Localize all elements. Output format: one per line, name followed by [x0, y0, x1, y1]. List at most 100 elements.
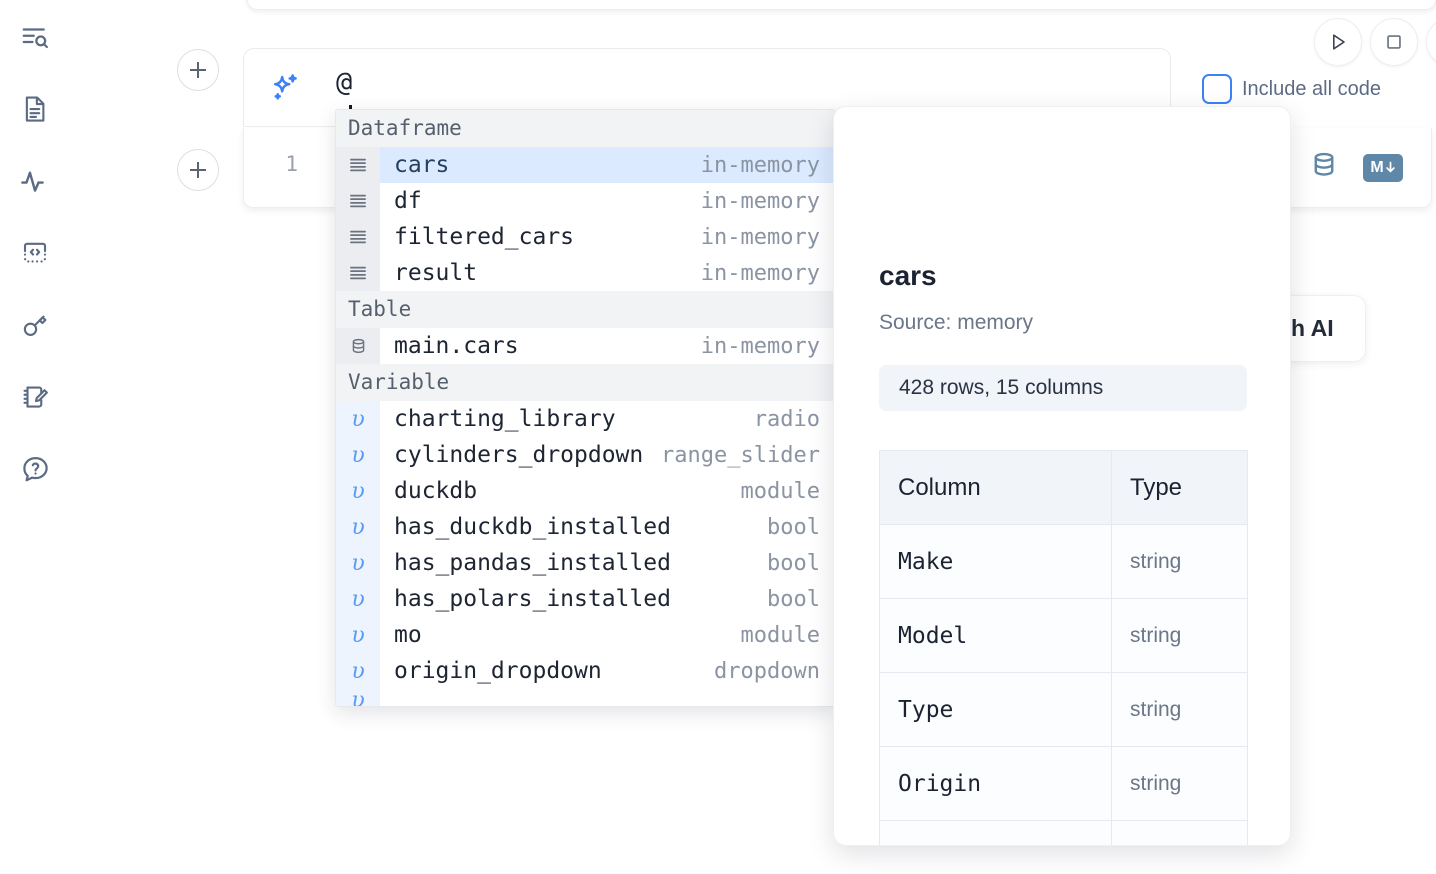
variable-icon: υ: [336, 617, 380, 653]
cell-action-icons: M: [1309, 150, 1403, 185]
autocomplete-item[interactable]: cars in-memory: [336, 147, 834, 183]
autocomplete-item-name: main.cars: [394, 333, 519, 359]
autocomplete-item[interactable]: υ cylinders_dropdown range_slider: [336, 437, 834, 473]
schema-column-type: string: [1111, 524, 1248, 599]
variable-icon: υ: [336, 473, 380, 509]
schema-column-name: Type: [879, 672, 1112, 747]
sidebar-item-document[interactable]: [12, 86, 58, 132]
autocomplete-item-body: cylinders_dropdown range_slider: [380, 437, 834, 473]
table-icon: [336, 328, 380, 364]
sidebar-item-secrets[interactable]: [12, 302, 58, 348]
markdown-icon[interactable]: M: [1363, 153, 1403, 182]
autocomplete-item-name: cars: [394, 152, 450, 178]
cell-above-clipped: [247, 0, 1436, 10]
sidebar-item-snippets[interactable]: [12, 230, 58, 276]
autocomplete-item[interactable]: main.cars in-memory: [336, 328, 834, 364]
autocomplete-item-name: mo: [394, 622, 422, 648]
preview-title: cars: [879, 260, 937, 291]
sidebar-item-scratchpad[interactable]: [12, 374, 58, 420]
dataframe-icon: [336, 219, 380, 255]
sidebar-item-help[interactable]: [12, 446, 58, 492]
scratchpad-icon: [20, 382, 50, 412]
include-all-code-row[interactable]: Include all code: [1202, 74, 1381, 104]
dataframe-icon: [336, 183, 380, 219]
autocomplete-item-name: has_polars_installed: [394, 586, 671, 612]
autocomplete-item-name: origin_dropdown: [394, 658, 602, 684]
autocomplete-item-body: cars in-memory: [380, 147, 834, 183]
key-icon: [20, 310, 50, 340]
schema-column-name: Make: [879, 524, 1112, 599]
generate-with-ai-label: h AI: [1291, 315, 1334, 341]
snippets-icon: [20, 238, 50, 268]
variable-icon: υ: [336, 509, 380, 545]
autocomplete-item-body: main.cars in-memory: [380, 328, 834, 364]
autocomplete-item-meta: range_slider: [661, 442, 820, 468]
run-button[interactable]: [1314, 18, 1362, 66]
variable-icon: υ: [336, 437, 380, 473]
help-icon: [20, 454, 51, 485]
schema-column-name: DriveTrain: [879, 820, 1112, 845]
overflow-button-clipped[interactable]: [1426, 18, 1436, 66]
mention-autocomplete-dropdown[interactable]: Dataframe cars in-memory df in-memory filtere…: [335, 109, 835, 707]
autocomplete-item-name: filtered_cars: [394, 224, 575, 250]
add-cell-above-button[interactable]: [177, 49, 219, 91]
preview-shape-badge: 428 rows, 15 columns: [879, 365, 1247, 411]
autocomplete-item-clipped[interactable]: υ: [336, 689, 834, 706]
autocomplete-item-name: cylinders_dropdown: [394, 442, 644, 468]
autocomplete-item[interactable]: df in-memory: [336, 183, 834, 219]
autocomplete-item-meta: in-memory: [700, 188, 820, 214]
ai-prompt-input[interactable]: @: [336, 67, 353, 98]
autocomplete-section-header: Variable: [336, 364, 834, 401]
autocomplete-item-name: charting_library: [394, 406, 616, 432]
variable-icon: υ: [336, 653, 380, 689]
stop-square-icon: [1383, 31, 1405, 53]
schema-column-type: string: [1111, 820, 1248, 845]
sidebar-item-search-outline[interactable]: [12, 14, 58, 60]
dataframe-icon: [336, 147, 380, 183]
schema-column-name: Origin: [879, 746, 1112, 821]
add-cell-below-button[interactable]: [177, 149, 219, 191]
sidebar-item-activity[interactable]: [12, 158, 58, 204]
column-header-column: Column: [879, 450, 1112, 525]
autocomplete-section-header: Table: [336, 291, 834, 328]
variable-icon: υ: [336, 545, 380, 581]
sidebar-rail: [0, 0, 70, 874]
schema-column-name: Model: [879, 598, 1112, 673]
autocomplete-item-name: df: [394, 188, 422, 214]
autocomplete-section-header: Dataframe: [336, 110, 834, 147]
autocomplete-item-name: has_pandas_installed: [394, 550, 671, 576]
database-icon[interactable]: [1309, 150, 1339, 185]
autocomplete-item-meta: in-memory: [700, 333, 820, 359]
autocomplete-item-meta: module: [740, 622, 820, 648]
schema-column-type: string: [1111, 672, 1248, 747]
autocomplete-item-meta: radio: [753, 406, 820, 432]
include-all-code-checkbox[interactable]: [1202, 74, 1232, 104]
table-header-row: Column Type: [879, 450, 1248, 525]
autocomplete-item-meta: bool: [767, 514, 820, 540]
autocomplete-item-body: charting_library radio: [380, 401, 834, 437]
variable-icon: υ: [336, 581, 380, 617]
autocomplete-item-meta: in-memory: [700, 152, 820, 178]
schema-column-type: string: [1111, 598, 1248, 673]
autocomplete-item-body: df in-memory: [380, 183, 834, 219]
table-row: DriveTrainstring: [879, 820, 1248, 845]
stop-button[interactable]: [1370, 18, 1418, 66]
autocomplete-item-meta: in-memory: [700, 260, 820, 286]
include-all-code-label: Include all code: [1242, 77, 1381, 100]
sparkles-icon: [268, 71, 302, 105]
